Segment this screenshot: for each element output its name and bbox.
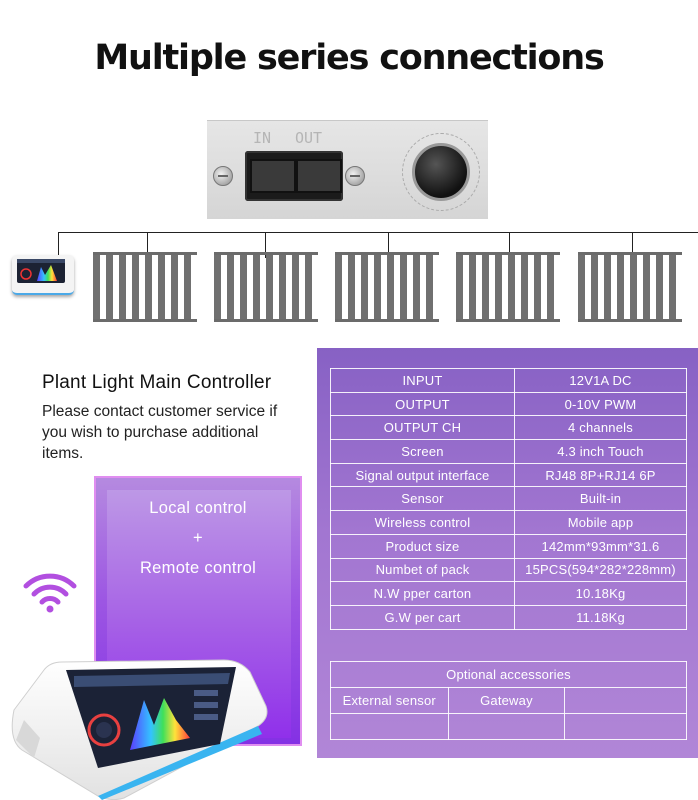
spec-value: 15PCS(594*282*228mm): [514, 557, 687, 583]
empty-cell: [564, 713, 687, 740]
page-title: Multiple series connections: [94, 38, 604, 78]
accessory-item: Gateway: [447, 687, 566, 714]
light-bar-fixture: [578, 252, 682, 322]
accessories-table: Optional accessories External sensor Gat…: [330, 661, 687, 740]
spec-value: RJ48 8P+RJ14 6P: [514, 462, 687, 488]
spec-key: N.W pper carton: [330, 581, 515, 606]
wire: [509, 232, 510, 258]
feature-plus: +: [193, 529, 203, 547]
table-row: External sensor Gateway: [330, 687, 687, 714]
accessory-item: [564, 687, 687, 714]
light-bar-fixture: [456, 252, 560, 322]
spec-key: Wireless control: [330, 510, 515, 535]
feature-local-control: Local control: [149, 499, 247, 517]
controller-heading: Plant Light Main Controller: [42, 372, 272, 393]
spec-key: INPUT: [330, 368, 515, 393]
spec-key: Screen: [330, 439, 515, 464]
accessory-item: External sensor: [330, 687, 449, 714]
spec-key: Signal output interface: [330, 462, 515, 488]
mini-controller-screen: [17, 259, 65, 283]
screw-icon: [213, 166, 233, 186]
spec-value: Mobile app: [514, 510, 687, 535]
wire: [58, 232, 59, 262]
dial-scale: [402, 133, 480, 211]
accessories-heading: Optional accessories: [330, 661, 687, 688]
spec-value: 4 channels: [514, 415, 687, 441]
spec-value: 4.3 inch Touch: [514, 439, 687, 464]
spec-value: 0-10V PWM: [514, 391, 687, 417]
screw-icon: [345, 166, 365, 186]
feature-remote-control: Remote control: [139, 559, 257, 577]
spec-key: Product size: [330, 533, 515, 559]
wifi-icon: [23, 573, 77, 613]
in-jack: [250, 159, 296, 193]
spec-value: 10.18Kg: [514, 581, 687, 606]
out-port-label: OUT: [295, 129, 323, 147]
empty-cell: [330, 713, 449, 740]
out-jack: [296, 159, 342, 193]
empty-cell: [447, 713, 566, 740]
light-bar-fixture: [93, 252, 197, 322]
wire: [632, 232, 633, 258]
spec-key: Numbet of pack: [330, 557, 515, 583]
spec-value: 12V1A DC: [514, 368, 687, 393]
spec-value: 142mm*93mm*31.6: [514, 533, 687, 559]
spec-value: 11.18Kg: [514, 604, 687, 630]
table-row: Optional accessories: [330, 661, 687, 688]
table-row: [330, 713, 687, 740]
spec-key: OUTPUT CH: [330, 415, 515, 441]
controller-device-illustration: [11, 659, 268, 800]
fixture-chain: [0, 225, 698, 335]
light-bar-fixture: [214, 252, 318, 322]
wire: [147, 232, 148, 258]
wire: [388, 232, 389, 258]
spectrum-graph-icon: [17, 259, 65, 281]
dimmer-knob-icon: [412, 143, 470, 201]
light-bar-fixture: [335, 252, 439, 322]
controller-description: Please contact customer service if you w…: [42, 403, 278, 462]
wire: [58, 232, 698, 233]
mini-controller-device: [12, 255, 74, 295]
connector-panel-photo: IN OUT: [207, 120, 488, 219]
spec-value: Built-in: [514, 486, 687, 512]
spec-key: G.W per cart: [330, 604, 515, 630]
rj-port-housing: [245, 151, 343, 201]
spec-key: Sensor: [330, 486, 515, 512]
spec-key: OUTPUT: [330, 391, 515, 417]
in-port-label: IN: [253, 129, 272, 147]
wire: [265, 232, 266, 258]
